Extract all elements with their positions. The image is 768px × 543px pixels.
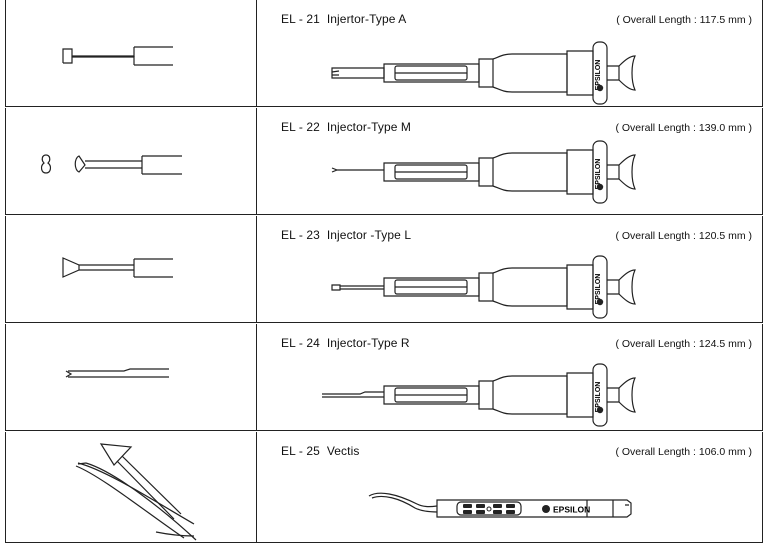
overall-length: ( Overall Length : 124.5 mm ): [615, 338, 752, 350]
instrument-catalog-table: EL - 21 Injertor-Type A ( Overall Length…: [5, 0, 763, 543]
tip-detail-cell: [5, 108, 257, 215]
tip-detail-cell: [5, 216, 257, 323]
catalog-row-el-25: EL - 25 Vectis ( Overall Length : 106.0 …: [5, 432, 763, 543]
tip-detail-cell: [5, 324, 257, 431]
instrument-name: Injector -Type L: [326, 228, 412, 242]
brand-label: EPSILON: [595, 159, 602, 190]
overall-length: ( Overall Length : 106.0 mm ): [615, 446, 752, 458]
epsilon-logo-icon: [596, 298, 604, 306]
vectis-drawing: EPSILON: [257, 432, 763, 543]
overall-length: ( Overall Length : 117.5 mm ): [616, 14, 752, 26]
tip-drawing-type-l: [6, 216, 258, 323]
tip-detail-cell: [5, 0, 257, 107]
instrument-code: EL - 25: [281, 444, 320, 458]
catalog-row-el-24: EL - 24 Injector-Type R ( Overall Length…: [5, 324, 763, 431]
instrument-code: EL - 23: [281, 228, 320, 242]
tip-drawing-type-r: [6, 324, 258, 431]
instrument-name: Vectis: [326, 444, 360, 458]
brand-label: EPSILON: [595, 274, 602, 305]
instrument-code: EL - 22: [281, 120, 320, 134]
instrument-name: Injector-Type R: [326, 336, 410, 350]
instrument-cell: EL - 23 Injector -Type L ( Overall Lengt…: [257, 216, 763, 323]
tip-drawing-type-a: [6, 0, 258, 107]
epsilon-logo-icon: [596, 84, 604, 92]
brand-label: EPSILON: [595, 382, 602, 413]
epsilon-logo-icon: [596, 406, 604, 414]
catalog-row-el-22: EL - 22 Injector-Type M ( Overall Length…: [5, 108, 763, 215]
epsilon-logo-icon: [542, 505, 550, 513]
tip-drawing-type-m: [6, 108, 258, 215]
instrument-name: Injector-Type M: [326, 120, 412, 134]
injector-drawing: EPSILON: [257, 0, 763, 107]
injector-drawing: EPSILON: [257, 216, 763, 323]
instrument-cell: EL - 24 Injector-Type R ( Overall Length…: [257, 324, 763, 431]
instrument-title: EL - 25 Vectis: [281, 444, 359, 458]
instrument-title: EL - 21 Injertor-Type A: [281, 12, 406, 26]
injector-drawing: EPSILON: [257, 108, 763, 215]
instrument-cell: EL - 25 Vectis ( Overall Length : 106.0 …: [257, 432, 763, 543]
brand-label: EPSILON: [553, 505, 590, 515]
instrument-cell: EL - 22 Injector-Type M ( Overall Length…: [257, 108, 763, 215]
tip-drawing-vectis: [6, 432, 258, 543]
instrument-title: EL - 23 Injector -Type L: [281, 228, 411, 242]
brand-label: EPSILON: [595, 60, 602, 91]
epsilon-logo-icon: [596, 183, 604, 191]
instrument-name: Injertor-Type A: [326, 12, 407, 26]
instrument-title: EL - 24 Injector-Type R: [281, 336, 410, 350]
catalog-row-el-23: EL - 23 Injector -Type L ( Overall Lengt…: [5, 216, 763, 323]
overall-length: ( Overall Length : 120.5 mm ): [615, 230, 752, 242]
catalog-row-el-21: EL - 21 Injertor-Type A ( Overall Length…: [5, 0, 763, 107]
instrument-code: EL - 24: [281, 336, 320, 350]
overall-length: ( Overall Length : 139.0 mm ): [615, 122, 752, 134]
instrument-cell: EL - 21 Injertor-Type A ( Overall Length…: [257, 0, 763, 107]
instrument-code: EL - 21: [281, 12, 320, 26]
instrument-title: EL - 22 Injector-Type M: [281, 120, 411, 134]
injector-drawing: EPSILON: [257, 324, 763, 431]
tip-detail-cell: [5, 432, 257, 543]
